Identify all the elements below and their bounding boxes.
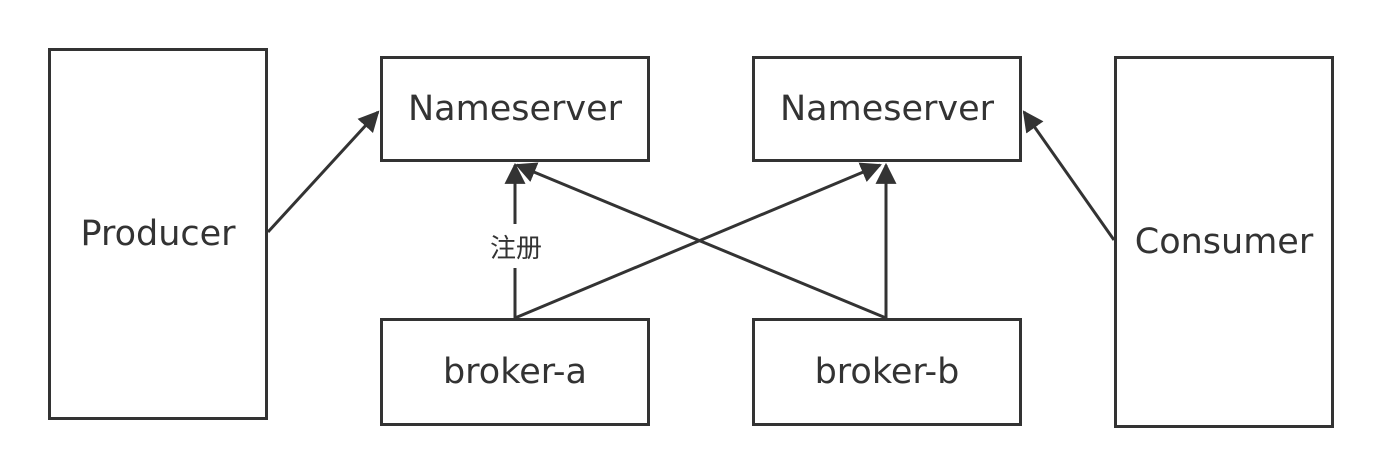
broker-a-node[interactable]: broker-a [380, 318, 650, 426]
nameserver-b-node[interactable]: Nameserver [752, 56, 1022, 162]
broker-b-label: broker-b [814, 352, 960, 392]
broker-b-node[interactable]: broker-b [752, 318, 1022, 426]
producer-node[interactable]: Producer [48, 48, 268, 420]
nameserver-a-label: Nameserver [407, 89, 623, 129]
broker-a-label: broker-a [442, 352, 588, 392]
consumer-label: Consumer [1134, 222, 1314, 262]
register-edge-label: 注册 [470, 224, 562, 268]
nameserver-b-label: Nameserver [779, 89, 995, 129]
consumer-node[interactable]: Consumer [1114, 56, 1334, 428]
edge-producer-to-nameserver-a [266, 110, 380, 234]
edge-consumer-to-nameserver-b [1022, 110, 1116, 241]
edge-broker-b-to-nameserver-a [515, 162, 887, 320]
nameserver-a-node[interactable]: Nameserver [380, 56, 650, 162]
producer-label: Producer [80, 214, 236, 254]
edge-broker-a-to-nameserver-b [514, 162, 882, 320]
